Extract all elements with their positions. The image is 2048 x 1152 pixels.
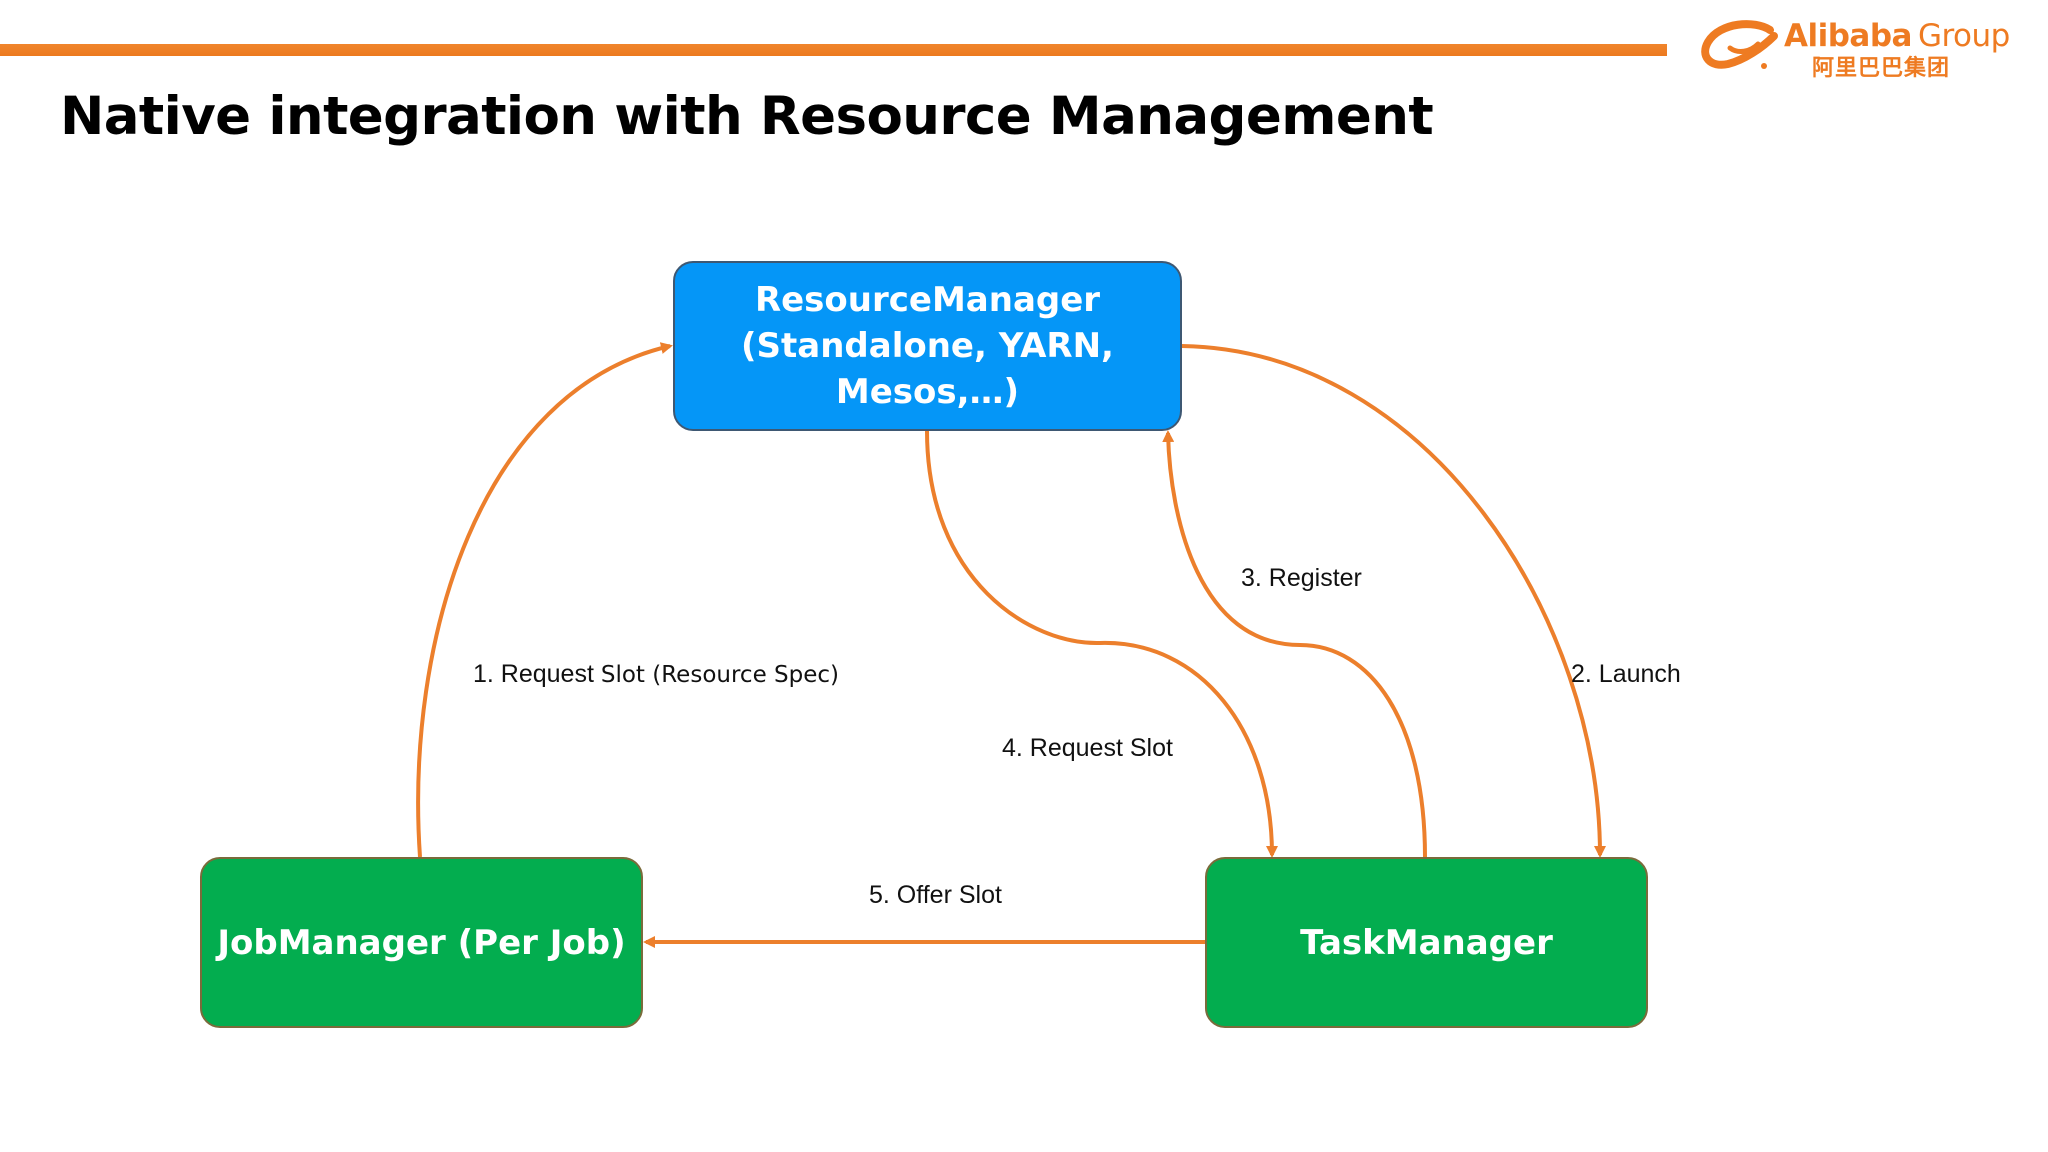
edge-register bbox=[1162, 430, 1427, 858]
edge-label-register: 3. Register bbox=[1241, 564, 1362, 592]
edge-label-request-small: Slot (Resource Spec) bbox=[600, 662, 839, 688]
logo-group-word: Group bbox=[1917, 18, 2010, 54]
resource-manager-subtitle: (Standalone, YARN, Mesos,…) bbox=[741, 326, 1114, 412]
edge-launch bbox=[1181, 344, 1606, 858]
edge-label-request-slot: 4. Request Slot bbox=[1002, 734, 1173, 762]
edge-label-launch: 2. Launch bbox=[1571, 660, 1681, 688]
page-title: Native integration with Resource Managem… bbox=[60, 86, 1434, 147]
edge-label-offer-slot: 5. Offer Slot bbox=[869, 881, 1002, 909]
alibaba-smile-icon bbox=[1701, 20, 1778, 69]
logo-word: Alibaba bbox=[1784, 18, 1912, 54]
edge-label-request-slot-resource-spec: 1. Request Slot (Resource Spec) bbox=[473, 660, 839, 689]
edge-label-request-main: 1. Request bbox=[473, 660, 594, 688]
top-accent-bar bbox=[0, 44, 1667, 56]
resource-manager-title: ResourceManager bbox=[754, 280, 1101, 320]
task-manager-label: TaskManager bbox=[1300, 922, 1553, 963]
logo-chinese-name: 阿里巴巴集团 bbox=[1812, 56, 1951, 81]
edge-request-slot-resource-spec bbox=[416, 342, 673, 858]
task-manager-node: TaskManager bbox=[1205, 857, 1648, 1028]
resource-manager-node: ResourceManager (Standalone, YARN, Mesos… bbox=[673, 261, 1182, 431]
job-manager-label: JobManager (Per Job) bbox=[217, 922, 626, 963]
edge-request-slot bbox=[925, 430, 1278, 858]
job-manager-node: JobManager (Per Job) bbox=[200, 857, 643, 1028]
